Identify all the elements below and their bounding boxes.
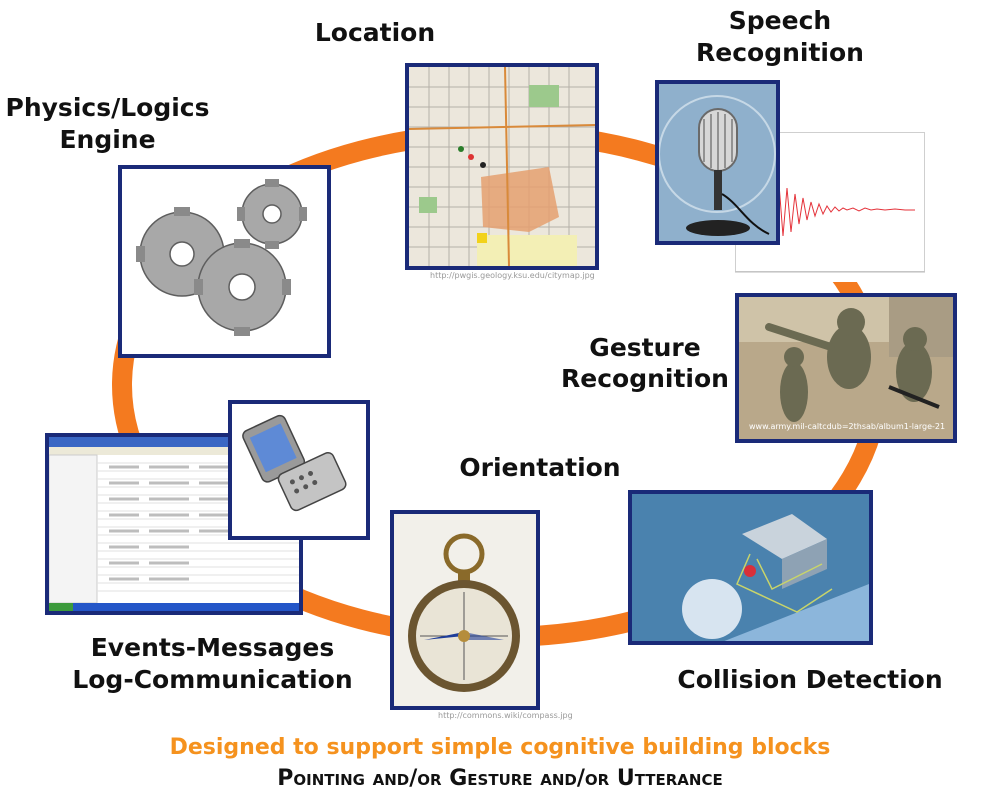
physics-engine-panel [118,165,331,358]
location-map-panel [405,63,599,270]
speech-label-line1: Speech [728,6,832,35]
gesture-photo-credit: www.army.mil-caltcdub=2thsab/album1-larg… [749,422,946,431]
soldiers-pointing-icon [739,297,953,439]
footer-subline: Pointing and/or Gesture and/or Utterance [277,766,723,791]
collision-label: Collision Detection [677,665,943,694]
collision-panel [628,490,873,645]
gesture-label-line2: Recognition [561,364,729,393]
orientation-label: Orientation [459,453,621,482]
gesture-panel: www.army.mil-caltcdub=2thsab/album1-larg… [735,293,957,443]
flip-phone-icon [232,404,366,536]
phone-panel [228,400,370,540]
events-label-line1: Events-Messages [90,633,335,662]
physics-label-line1: Physics/Logics [5,93,210,122]
orientation-panel [390,510,540,710]
city-map-icon [409,67,595,266]
location-source-caption: http://pwgis.geology.ksu.edu/citymap.jpg [430,271,595,280]
compass-icon [394,514,536,706]
physics-label-line2: Engine [59,125,156,154]
gesture-label-line1: Gesture [589,333,701,362]
events-label-line2: Log-Communication [72,665,353,694]
speech-label-line2: Recognition [696,38,864,67]
location-label: Location [314,18,436,47]
microphone-icon [659,84,776,241]
orientation-source-caption: http://commons.wiki/compass.jpg [438,711,573,720]
footer-headline: Designed to support simple cognitive bui… [169,735,831,760]
gears-icon [122,169,327,354]
speech-panel [655,80,780,245]
3d-collision-scene-icon [632,494,869,641]
